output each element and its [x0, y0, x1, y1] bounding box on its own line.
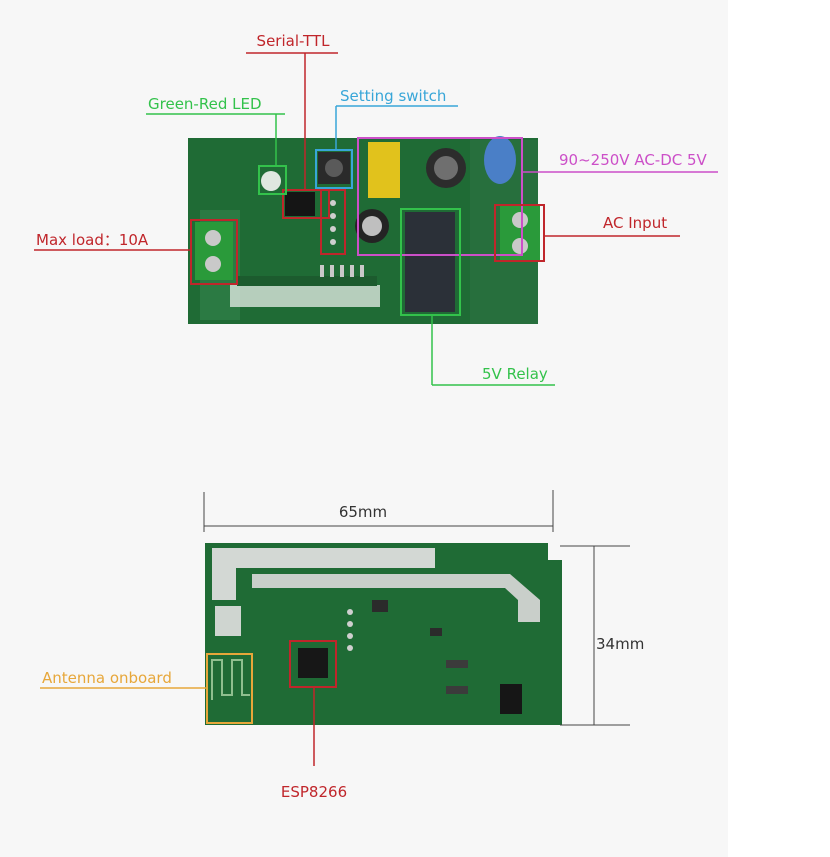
esp8266-chip: [298, 648, 328, 678]
bottom-board-trace: [252, 574, 540, 622]
smd-component: [446, 686, 468, 694]
smd-component: [446, 660, 468, 668]
header-hole: [347, 645, 353, 651]
max-load-callout: Max load：10A: [34, 219, 238, 285]
switch-box: [315, 149, 353, 189]
serial-pin: [330, 213, 336, 219]
relay-label: 5V Relay: [482, 365, 548, 383]
terminal-screw: [205, 230, 221, 246]
serial-chip: [285, 192, 315, 216]
header-pin: [350, 265, 354, 277]
serial-ttl-callout: Serial-TTL: [246, 32, 346, 255]
film-capacitor-component: [484, 136, 516, 184]
relay-callout: 5V Relay: [400, 208, 555, 386]
serial-pin: [330, 226, 336, 232]
antenna-callout: Antenna onboard: [40, 653, 253, 724]
bottom-pcb-board: [205, 543, 562, 725]
capacitor-top: [362, 216, 382, 236]
esp8266-callout: ESP8266: [281, 640, 347, 801]
top-pcb-board: [188, 136, 540, 324]
antenna-label: Antenna onboard: [42, 669, 172, 687]
transformer-component: [368, 142, 400, 198]
header-hole: [347, 609, 353, 615]
max-load-box: [190, 219, 238, 285]
green-red-led-callout: Green-Red LED: [146, 95, 287, 195]
capacitor-top: [434, 156, 458, 180]
serial-pin: [330, 200, 336, 206]
relay-component: [405, 212, 455, 312]
setting-switch-label: Setting switch: [340, 87, 446, 105]
relay-box: [400, 208, 461, 316]
ac-input-box: [494, 204, 545, 262]
serial-ttl-label: Serial-TTL: [257, 32, 331, 50]
height-dimension-label: 34mm: [596, 635, 644, 653]
bottom-board-trace: [212, 548, 435, 600]
setting-switch-button: [325, 159, 343, 177]
max-load-label: Max load：10A: [36, 231, 149, 249]
led-box: [258, 165, 287, 195]
serial-ttl-pin-box: [320, 189, 346, 255]
power-supply-label: 90~250V AC-DC 5V: [559, 151, 708, 169]
power-supply-callout: 90~250V AC-DC 5V: [357, 137, 718, 256]
top-board-pin-row: [237, 276, 377, 286]
terminal-screw: [512, 212, 528, 228]
terminal-screw: [205, 256, 221, 272]
serial-ttl-chip-box: [282, 189, 330, 219]
smd-component: [430, 628, 442, 636]
smd-component: [372, 600, 388, 612]
header-pin: [330, 265, 334, 277]
page-margin: [728, 0, 830, 857]
ac-input-callout: AC Input: [494, 204, 680, 262]
led-component: [261, 171, 281, 191]
bottom-board-body: [205, 543, 562, 725]
dimension-width: 65mm: [203, 490, 554, 532]
ac-input-label: AC Input: [603, 214, 667, 232]
green-red-led-label: Green-Red LED: [148, 95, 262, 113]
header-hole: [347, 633, 353, 639]
bottom-board-pad: [215, 606, 241, 636]
top-board-trace: [230, 285, 380, 307]
antenna-trace: [211, 659, 250, 700]
dimension-height: 34mm: [560, 545, 644, 726]
esp8266-label: ESP8266: [281, 783, 347, 801]
serial-pin: [330, 239, 336, 245]
esp8266-box: [289, 640, 337, 688]
header-hole: [347, 621, 353, 627]
header-pin: [360, 265, 364, 277]
header-pin: [320, 265, 324, 277]
terminal-screw: [512, 238, 528, 254]
power-ic: [500, 684, 522, 714]
setting-switch-callout: Setting switch: [315, 87, 458, 189]
header-pin: [340, 265, 344, 277]
width-dimension-label: 65mm: [339, 503, 387, 521]
power-supply-box: [357, 137, 523, 256]
